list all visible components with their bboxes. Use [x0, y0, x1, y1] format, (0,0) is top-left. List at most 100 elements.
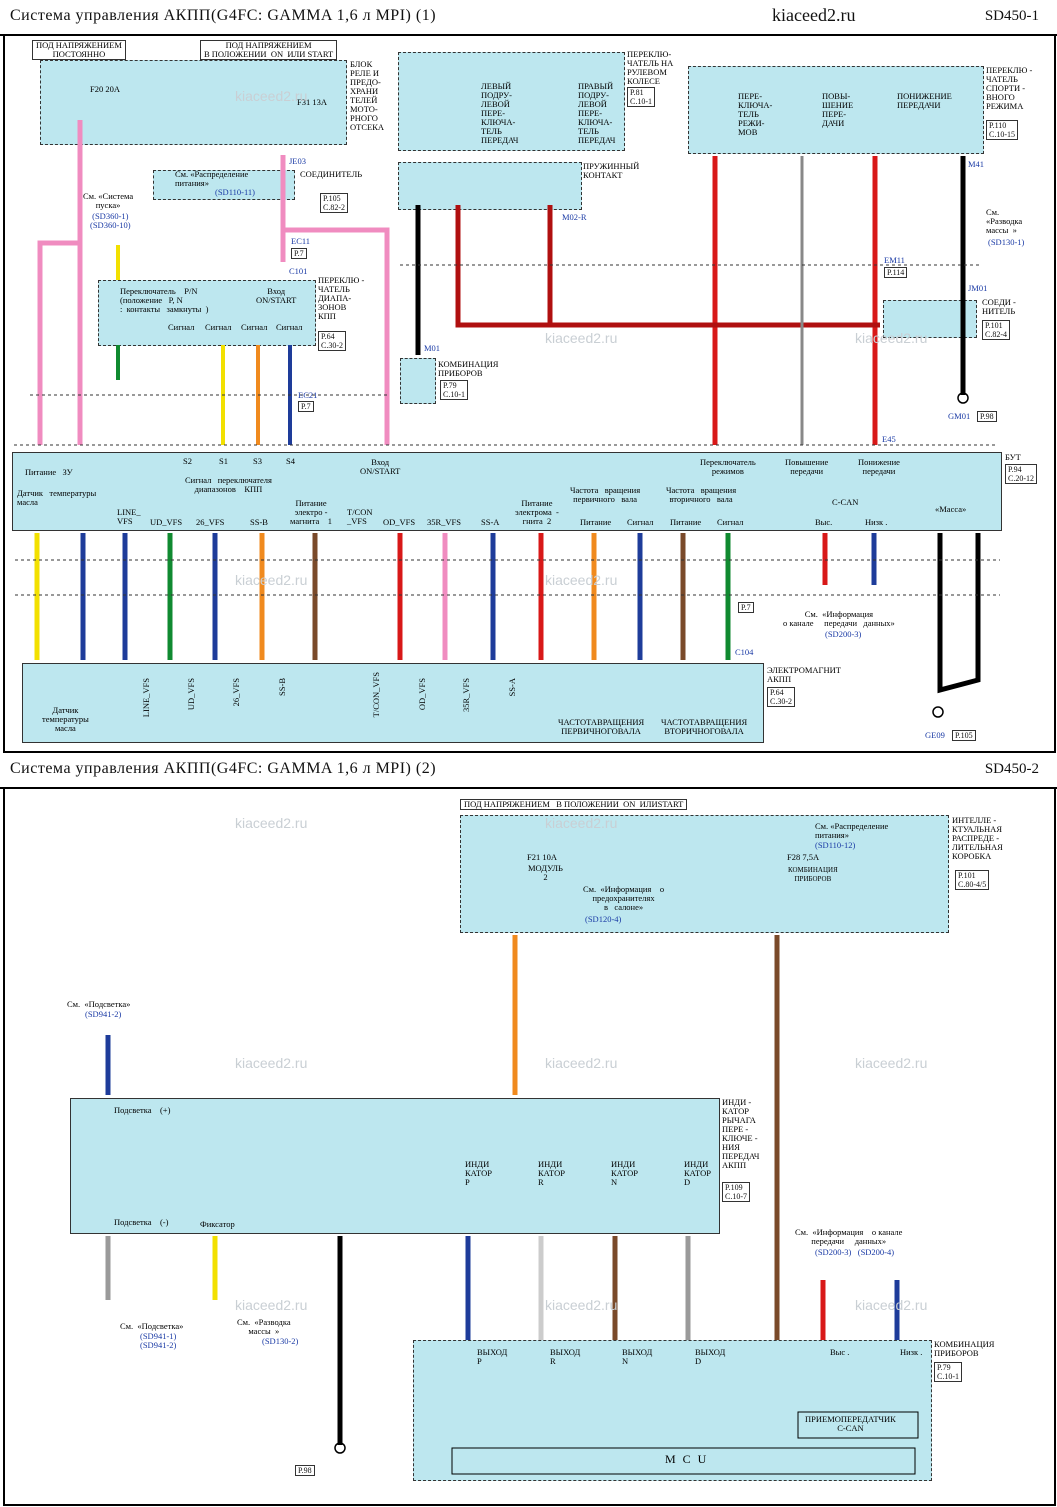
upshift-label: ПОВЫ- ШЕНИЕ ПЕРЕ- ДАЧИ: [822, 91, 854, 128]
bcm-up: Повышение передачи: [785, 457, 829, 476]
coil-ssa: SS-A: [507, 678, 517, 697]
s2-see-backlight: См. «Подсветка»: [67, 999, 131, 1009]
bcm-range: Сигнал переключателя диапазонов КПП: [185, 475, 272, 494]
watermark: kiaceed2.ru: [545, 815, 618, 831]
s2-ind-n: ИНДИ КАТОР N: [611, 1159, 639, 1187]
secondary-speed: Частота вращения вторичного вала: [666, 485, 737, 504]
ground-dist-ref: (SD130-1): [988, 237, 1025, 247]
ref-p64: P.64 C.30-2: [318, 331, 346, 351]
spring-contact-label: ПРУЖИННЫЙ КОНТАКТ: [583, 161, 640, 180]
sheet1-code: SD450-1: [984, 8, 1039, 24]
s2-mcu: M C U: [665, 1452, 709, 1466]
s2-see-backlight2: См. «Подсветка»: [120, 1321, 184, 1331]
watermark: kiaceed2.ru: [855, 1055, 928, 1071]
ref-p7b: P.7: [298, 401, 314, 412]
bcm-input: Вход ON/START: [360, 457, 401, 476]
sheet1-header: Система управления АКПП(G4FC: GAMMA 1,6 …: [0, 0, 1057, 36]
site-name: kiaceed2.ru: [772, 5, 856, 25]
s2-indicator-box: ИНДИ - КАТОР РЫЧАГА ПЕРЕ - КЛЮЧЕ - НИЯ П…: [722, 1097, 760, 1170]
s2-see-backlight-ref: (SD941-2): [85, 1009, 122, 1019]
relay-fuse-box: [40, 60, 347, 145]
s2-fuse-f28: F28 7,5A: [787, 852, 820, 862]
s2-transceiver: ПРИЕМОПЕРЕДАТЧИК C-CAN: [805, 1414, 896, 1433]
conn-m41: M41: [968, 159, 985, 169]
conn-c101: C101: [289, 266, 308, 276]
power-dist-label: См. «Распределение питания»: [175, 169, 249, 188]
s2-see-ground: См. «Разводка массы »: [237, 1317, 291, 1336]
coil-line: LINE_VFS: [141, 678, 151, 718]
oil-temp-label: Датчик температуры масла: [17, 488, 97, 507]
connector-label: СОЕДИНИТЕЛЬ: [300, 169, 363, 179]
s2-out-r: ВЫХОД R: [550, 1347, 581, 1366]
wire-pink-3: [280, 155, 390, 445]
mcu-box: [451, 1411, 919, 1475]
s2-fuse-info-ref: (SD120-4): [585, 914, 622, 924]
conn-c104: C104: [735, 647, 754, 657]
s2-out-n: ВЫХОД N: [622, 1347, 653, 1366]
watermark: kiaceed2.ru: [545, 1297, 618, 1313]
ground-dist-label: См. «Разводка массы »: [986, 207, 1023, 235]
s2-ref-p98: P.98: [295, 1465, 315, 1476]
watermark: kiaceed2.ru: [235, 815, 308, 831]
conn-em11: EM11: [884, 255, 905, 265]
s2-lock: Фиксатор: [200, 1219, 235, 1229]
bcm-power: Питание ЗУ: [25, 467, 73, 477]
coil-tcon: T/CON_VFS: [371, 672, 381, 718]
black-wires: [415, 156, 981, 694]
bcm-down: Понижение передачи: [858, 457, 900, 476]
power-dist-ref: (SD110-11): [215, 187, 255, 197]
conn-e45: E45: [882, 434, 896, 444]
s2-power-dist-ref: (SD110-12): [815, 840, 856, 850]
s2-hot-on-start: ПОД НАПРЯЖЕНИЕМ В ПОЛОЖЕНИИ ON ИЛИSTART: [460, 799, 688, 810]
fuse-f20: F20 20A: [90, 84, 120, 94]
spring-contact-box: [398, 162, 582, 210]
watermark: kiaceed2.ru: [855, 330, 928, 346]
conn-jm01: JM01: [968, 283, 988, 293]
fuse-f31: F31 13A: [297, 97, 327, 107]
s2-cluster: КОМБИНАЦИЯ ПРИБОРОВ: [934, 1339, 995, 1358]
sol-power2: Питание электрома - гнита 2: [515, 498, 559, 526]
coil-35r: 35R_VFS: [461, 678, 471, 713]
s2-see-can: См. «Информация о канале передачи данных…: [795, 1227, 903, 1246]
sol-power1: Питание электро - магнита 1: [290, 498, 333, 526]
s2-out-d: ВЫХОД D: [695, 1347, 726, 1366]
hot-on-start-label: ПОД НАПРЯЖЕНИЕМ В ПОЛОЖЕНИИ ON ИЛИ START: [200, 40, 338, 60]
sec-sensor-label: ЧАСТОТАВРАЩЕНИЯ ВТОРИЧНОГОВАЛА: [661, 717, 748, 736]
mode-switch-label: ПЕРЕ- КЛЮЧА- ТЕЛЬ РЕЖИ- МОВ: [738, 91, 773, 137]
ccan-label: C-CAN: [832, 497, 859, 507]
ref-p105: P.105 C.82-2: [320, 193, 348, 213]
bcm-pin-s3: S3: [253, 456, 262, 466]
bcm-box: [12, 452, 1002, 531]
s2-see-ground-ref: (SD130-2): [262, 1336, 299, 1346]
bcm-sub-35r: 35R_VFS: [427, 517, 462, 527]
bcm-sub-od: OD_VFS: [383, 517, 416, 527]
watermark: kiaceed2.ru: [235, 1297, 308, 1313]
ref-p114: P.114: [884, 267, 908, 278]
harness: [34, 533, 877, 660]
watermark: kiaceed2.ru: [545, 572, 618, 588]
conn-m02r: M02-R: [562, 212, 587, 222]
ref-p98: P.98: [977, 411, 997, 422]
bcm-pin-s4: S4: [286, 456, 295, 466]
red-wires: [455, 156, 880, 445]
ref-p64b: P.64 C.30-2: [767, 687, 795, 707]
cluster-module-box: [413, 1340, 932, 1481]
s2-ind-p: ИНДИ КАТОР P: [465, 1159, 493, 1187]
hot-always-label: ПОД НАПРЯЖЕНИЕМ ПОСТОЯННО: [32, 40, 126, 60]
oil-sensor-label: Датчик температуры масла: [42, 705, 89, 733]
bcm-mode: Переключатель режимов: [700, 457, 756, 476]
power-2: Питание: [670, 517, 702, 527]
right-paddle-label: ПРАВЫЙ ПОДРУ- ЛЕВОЙ ПЕРЕ- КЛЮЧА- ТЕЛЬ ПЕ…: [578, 81, 616, 145]
watermark: kiaceed2.ru: [545, 330, 618, 346]
ref-p94: P.94 C.20-12: [1005, 464, 1037, 484]
signal-6: Сигнал: [717, 517, 744, 527]
coil-26: 26_VFS: [231, 678, 241, 707]
see-start-ref: (SD360-1) (SD360-10): [90, 211, 131, 230]
sheet2-code: SD450-2: [984, 761, 1039, 777]
bcm-sub-ssa: SS-A: [481, 517, 500, 527]
ref-p7c: P.7: [738, 602, 754, 613]
conn-je03: JE03: [289, 156, 306, 166]
bcm-pin-s1: S1: [219, 456, 228, 466]
ref-p105b: P.105: [952, 730, 976, 741]
